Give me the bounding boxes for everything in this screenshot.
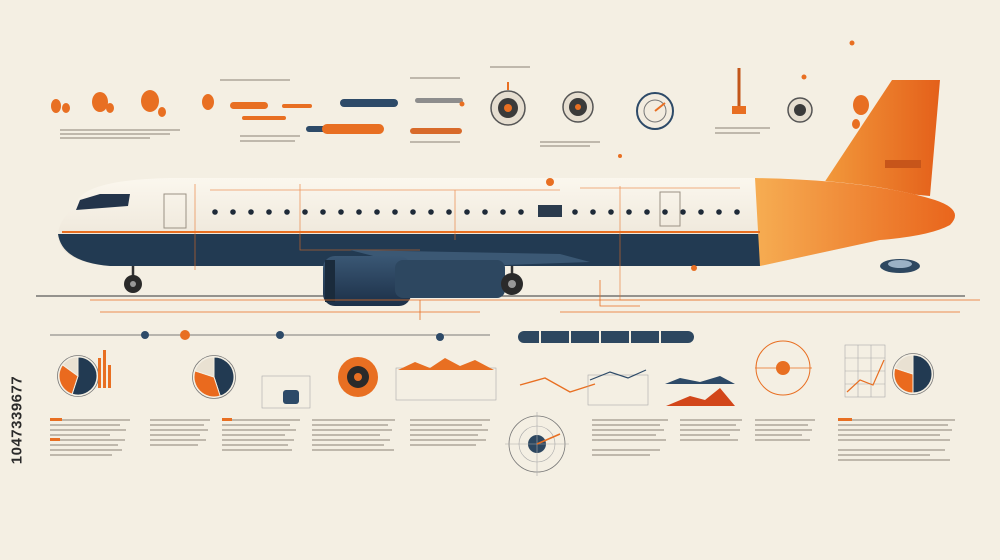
stock-id-text: 1047339677: [8, 375, 26, 465]
target-dial: [755, 340, 812, 396]
pie-slice: [894, 354, 914, 375]
area-chart: [395, 358, 497, 401]
pie-ring: [192, 355, 236, 399]
grid-chart: [844, 344, 886, 398]
pie-slice: [912, 354, 933, 394]
stock-id-watermark: 1047339677: [6, 320, 28, 520]
node-timeline: [50, 330, 490, 341]
pie-slice: [61, 356, 79, 377]
engine-nacelle: [323, 256, 505, 306]
pie-slice: [58, 364, 79, 395]
rear-fuselage-orange: [755, 178, 955, 266]
radar-chart: [505, 412, 569, 476]
pie-slice: [893, 367, 914, 394]
orange-dial: [338, 357, 378, 397]
fuel-pod-icon: [880, 259, 920, 273]
gauge-three: [636, 92, 674, 130]
aircraft-illustration: [36, 80, 965, 306]
balloon-icon: [852, 95, 869, 129]
pie-slice: [194, 356, 215, 378]
gauge-icons: [490, 68, 869, 130]
pie-chart-right: [892, 353, 934, 395]
decorative-dots: [459, 40, 855, 271]
missile-icons: [230, 98, 463, 134]
pie-ring: [892, 353, 934, 395]
lower-dashboard: [50, 330, 955, 476]
top-icon-row: [51, 66, 869, 147]
segmented-bar: [518, 331, 694, 343]
dimension-strip: [90, 280, 980, 320]
door-outlines: [163, 191, 681, 229]
orange-text-markers: [50, 418, 852, 441]
line-charts: [519, 369, 735, 406]
landing-gear: [124, 266, 523, 295]
vertical-tail: [822, 80, 940, 196]
cockpit-window: [76, 194, 130, 210]
text-blocks: [50, 419, 955, 461]
gauge-one: [490, 82, 526, 126]
mini-bar-chart: [98, 350, 111, 388]
passenger-windows: [212, 205, 740, 217]
orange-drop-icon: [51, 90, 214, 117]
pie-slice: [213, 356, 235, 397]
pie-chart-left: [57, 355, 99, 397]
gauge-two: [562, 91, 594, 123]
pie-chart-middle: [192, 355, 236, 399]
radio-mast-icon: [732, 68, 746, 114]
data-icon: [261, 375, 311, 409]
schematic-lines: [194, 184, 740, 301]
top-text-lines: [60, 66, 770, 147]
gauge-four: [787, 97, 813, 123]
